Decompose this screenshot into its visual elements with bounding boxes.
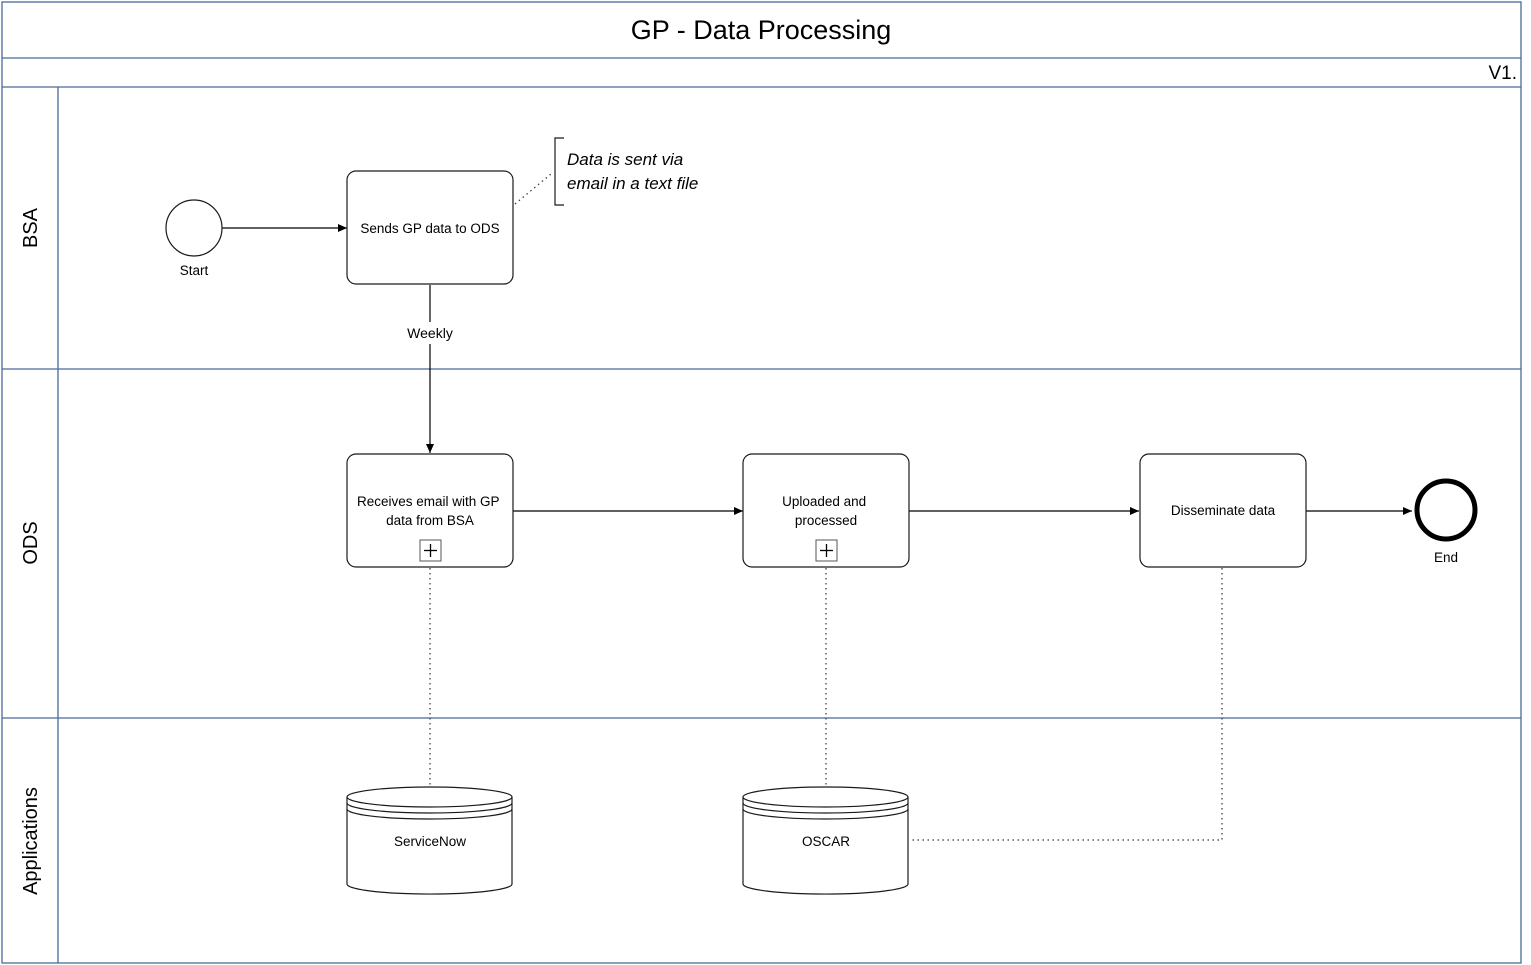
task-sends-label: Sends GP data to ODS — [360, 221, 499, 236]
text-annotation-content: Data is sent via email in a text file — [567, 150, 698, 193]
subprocess-expand-icon[interactable] — [815, 539, 838, 562]
associations — [429, 173, 1223, 841]
task-uploaded-label: Uploaded and processed — [782, 494, 870, 528]
version-label: V1. — [1488, 63, 1517, 84]
association-annotation — [514, 173, 552, 205]
start-event[interactable] — [165, 199, 223, 257]
data-store-servicenow-label: ServiceNow — [394, 834, 466, 849]
data-store-oscar[interactable]: OSCAR — [742, 786, 909, 895]
flow-label-weekly: Weekly — [407, 325, 453, 341]
task-uploaded-processed[interactable]: Uploaded and processed — [742, 453, 910, 568]
start-event-label: Start — [180, 263, 209, 278]
lane-label-applications: Applications — [20, 787, 42, 895]
task-disseminate-data[interactable]: Disseminate data — [1139, 453, 1307, 568]
end-event[interactable] — [1414, 478, 1478, 542]
association-disseminate-oscar — [910, 568, 1223, 841]
task-disseminate-label: Disseminate data — [1171, 503, 1276, 518]
task-receives-email[interactable]: Receives email with GP data from BSA — [346, 453, 514, 568]
sequence-flows — [222, 224, 1412, 515]
text-annotation[interactable]: Data is sent via email in a text file — [554, 137, 698, 206]
subprocess-expand-icon[interactable] — [419, 539, 442, 562]
data-store-oscar-label: OSCAR — [802, 834, 850, 849]
flow-label-background — [402, 322, 458, 344]
lane-label-bsa: BSA — [20, 207, 42, 248]
data-store-servicenow[interactable]: ServiceNow — [346, 786, 513, 895]
task-sends-gp-data[interactable]: Sends GP data to ODS — [346, 170, 514, 285]
diagram-title: GP - Data Processing — [631, 15, 892, 45]
task-receives-label: Receives email with GP data from BSA — [357, 494, 503, 528]
lane-label-ods: ODS — [20, 521, 42, 564]
end-event-label: End — [1434, 550, 1458, 565]
